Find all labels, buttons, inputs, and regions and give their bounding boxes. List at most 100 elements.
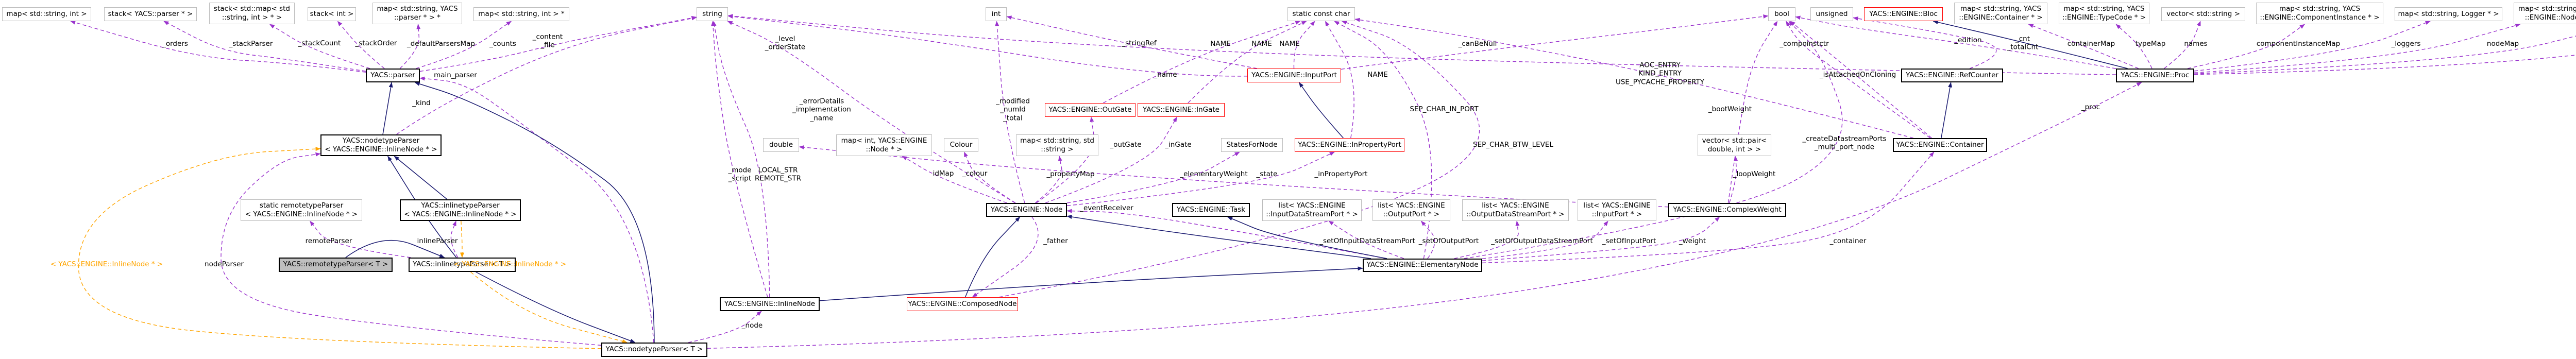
- class-node-parser[interactable]: YACS::parser: [366, 69, 420, 82]
- class-node-container[interactable]: YACS::ENGINE::Container: [1893, 138, 1987, 152]
- edge-label-_counts: _counts: [489, 39, 516, 48]
- edge-usage-ntp_t-proc: [707, 82, 2142, 349]
- edge-inherit-inlinenode-elementarynode: [819, 266, 1363, 301]
- edge-label-_container: _container: [1829, 236, 1867, 245]
- class-node-ingate[interactable]: YACS::ENGINE::InGate: [1138, 103, 1225, 117]
- class-node-inputport[interactable]: YACS::ENGINE::InputPort: [1247, 69, 1341, 82]
- class-node-scc[interactable]: static const char: [1287, 7, 1355, 21]
- edge-label-_inPropertyPort: _inPropertyPort: [1314, 169, 1368, 178]
- edge-label-_eventReceiver: _eventReceiver: [1080, 203, 1133, 212]
- edge-label-_state: _state: [1256, 169, 1278, 178]
- class-node-statesfornode[interactable]: StatesForNode: [1221, 138, 1283, 152]
- class-node-map_int_node[interactable]: map< int, YACS::ENGINE ::Node * >: [836, 134, 932, 156]
- edge-inherit-container-refcounter: [1941, 82, 1952, 139]
- class-node-vector_string[interactable]: vector< std::string >: [2161, 7, 2245, 21]
- class-node-vector_pair[interactable]: vector< std::pair< double, int > >: [1698, 134, 1771, 156]
- class-node-map_string_int_ptr[interactable]: map< std::string, int > *: [473, 7, 569, 21]
- class-node-double[interactable]: double: [763, 138, 799, 152]
- edge-label-_setOfOutputDataStreamPort: _setOfOutputDataStreamPort: [1491, 236, 1593, 245]
- class-node-complexweight[interactable]: YACS::ENGINE::ComplexWeight: [1668, 203, 1786, 217]
- edge-usage-proc-map_compinst: [2187, 24, 2305, 69]
- class-node-stack_int[interactable]: stack< int >: [308, 7, 356, 21]
- class-node-refcounter[interactable]: YACS::ENGINE::RefCounter: [1901, 69, 2003, 82]
- edge-label-_setOfOutputPort: _setOfOutputPort: [1418, 236, 1479, 245]
- edge-label-_stringRef: _stringRef: [1122, 39, 1157, 47]
- edge-usage-ntp_t-parser: [419, 76, 654, 343]
- class-node-itp_inline[interactable]: YACS::inlinetypeParser < YACS::ENGINE::I…: [400, 199, 521, 221]
- class-node-map_container[interactable]: map< std::string, YACS ::ENGINE::Contain…: [1954, 3, 2047, 24]
- edge-label-_isAttachedOnCloning: _isAttachedOnCloning: [1819, 70, 1896, 79]
- edge-label-_name: _name: [1154, 70, 1177, 79]
- edge-usage-node-outgate: [1036, 116, 1095, 203]
- edge-usage-proc-vector_string: [2164, 21, 2201, 69]
- edge-usage-elementarynode-container: [1482, 151, 1935, 264]
- edge-usage-node-map_int_node: [902, 156, 1007, 203]
- class-node-ntp_inline[interactable]: YACS::nodetypeParser < YACS::ENGINE::Inl…: [320, 134, 442, 156]
- edge-usage-parser-stack_map: [269, 24, 370, 69]
- edge-template-itp_inline-itp_t: [460, 220, 464, 258]
- class-node-list_odsp[interactable]: list< YACS::ENGINE ::OutputDataStreamPor…: [1462, 199, 1569, 221]
- edge-label-_inGate: _inGate: [1165, 140, 1192, 149]
- class-node-rtp_t[interactable]: YACS::remotetypeParser< T >: [279, 258, 393, 272]
- edge-inherit-proc-bloc: [1933, 20, 2128, 69]
- edge-usage-proc-map_node: [2194, 23, 2521, 74]
- edge-label-nodeParser: nodeParser: [205, 260, 244, 268]
- edge-usage-ingate-scc: [1188, 21, 1307, 104]
- edge-label-_elementaryWeight: _elementaryWeight: [1180, 169, 1248, 178]
- class-node-map_string_string[interactable]: map< std::string, std ::string >: [1016, 134, 1098, 156]
- edge-label-< YACS::ENGINE::InlineNode * >: < YACS::ENGINE::InlineNode * >: [453, 260, 567, 268]
- class-node-elementarynode[interactable]: YACS::ENGINE::ElementaryNode: [1363, 259, 1482, 272]
- class-node-inlinenode[interactable]: YACS::ENGINE::InlineNode: [720, 297, 820, 311]
- class-node-list_idsp[interactable]: list< YACS::ENGINE ::InputDataStreamPort…: [1262, 199, 1362, 221]
- class-node-map_string_int[interactable]: map< std::string, int >: [2, 7, 91, 21]
- edge-usage-node-inpropertyport: [1066, 151, 1335, 207]
- edge-usage-proc-map_inlinenode: [2194, 55, 2576, 75]
- edge-usage-elementarynode-list_idsp: [1328, 220, 1404, 259]
- class-node-bloc[interactable]: YACS::ENGINE::Bloc: [1864, 7, 1943, 21]
- class-node-stack_parser[interactable]: stack< YACS::parser * >: [104, 7, 197, 21]
- class-node-map_node[interactable]: map< std::string, YACS ::ENGINE::Node * …: [2514, 3, 2576, 24]
- edge-usage-ntp_t-inlinenode: [688, 311, 762, 343]
- class-node-proc[interactable]: YACS::ENGINE::Proc: [2116, 69, 2194, 82]
- edge-usage-proc-bool: [1795, 15, 2116, 69]
- class-node-inpropertyport[interactable]: YACS::ENGINE::InPropertyPort: [1295, 138, 1404, 152]
- class-node-int[interactable]: int: [986, 7, 1007, 21]
- edge-inherit-elementarynode-node: [1066, 215, 1371, 259]
- class-node-list_op[interactable]: list< YACS::ENGINE ::OutputPort * >: [1372, 199, 1450, 221]
- class-node-task[interactable]: YACS::ENGINE::Task: [1172, 203, 1250, 217]
- class-node-static_remote[interactable]: static remotetypeParser < YACS::ENGINE::…: [241, 199, 362, 221]
- class-node-map_string_parser[interactable]: map< std::string, YACS ::parser * > *: [372, 3, 462, 24]
- edge-label-componentInstanceMap: componentInstanceMap: [2256, 39, 2341, 48]
- class-node-string[interactable]: string: [697, 7, 728, 21]
- edge-inherit-elementarynode-task: [1227, 216, 1387, 259]
- class-node-map_typecode[interactable]: map< std::string, YACS ::ENGINE::TypeCod…: [2059, 3, 2149, 24]
- edge-label-_stackCount: _stackCount: [298, 39, 341, 47]
- class-node-node[interactable]: YACS::ENGINE::Node: [986, 203, 1067, 217]
- edge-usage-inputport-scc: [1293, 21, 1315, 69]
- class-node-colour[interactable]: Colour: [944, 138, 978, 152]
- edge-usage-parser-stack_parser: [163, 21, 366, 72]
- edge-usage-elementarynode-list_odsp: [1454, 220, 1520, 259]
- edge-label-_level: _level _orderState: [765, 35, 806, 52]
- edge-label-_modified: _modified _numId _total: [996, 97, 1030, 123]
- class-node-itp_t[interactable]: YACS::inlinetypeParser< T >: [409, 258, 516, 272]
- class-node-outgate[interactable]: YACS::ENGINE::OutGate: [1045, 103, 1136, 117]
- edge-usage-node-int: [995, 21, 1025, 203]
- class-node-composednode[interactable]: YACS::ENGINE::ComposedNode: [907, 297, 1018, 311]
- class-node-list_ip[interactable]: list< YACS::ENGINE ::InputPort * >: [1578, 199, 1656, 221]
- class-node-bool[interactable]: bool: [1768, 7, 1795, 21]
- edge-label-AOC_ENTRY: AOC_ENTRY KIND_ENTRY USE_PYCACHE_PROPERT…: [1615, 61, 1705, 87]
- class-node-stack_map[interactable]: stack< std::map< std ::string, int > * >: [209, 3, 295, 24]
- edge-label-_stackOrder: _stackOrder: [355, 39, 397, 47]
- class-node-map_logger[interactable]: map< std::string, Logger * >: [2395, 7, 2502, 21]
- edge-usage-elementarynode-list_ip: [1482, 220, 1608, 259]
- edge-label-NAME: NAME: [1251, 39, 1272, 48]
- edge-inherit-inpropertyport-inputport: [1298, 82, 1344, 139]
- class-node-map_compinst[interactable]: map< std::string, YACS ::ENGINE::Compone…: [2256, 3, 2383, 24]
- class-node-unsigned[interactable]: unsigned: [1810, 7, 1853, 21]
- edge-usage-elementarynode-bool: [1464, 21, 1843, 259]
- edge-label-_createDatastreamPorts: _createDatastreamPorts _multi_port_node: [1802, 134, 1887, 151]
- class-node-ntp_t[interactable]: YACS::nodetypeParser< T >: [601, 343, 707, 357]
- edge-usage-inlinenode-string: [712, 21, 770, 298]
